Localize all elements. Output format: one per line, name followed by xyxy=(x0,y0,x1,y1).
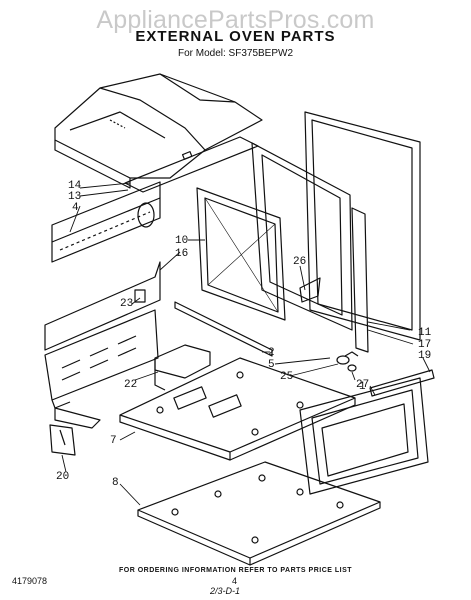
callout-19: 19 xyxy=(418,350,432,362)
callout-22: 22 xyxy=(124,379,138,391)
top-cover-panel xyxy=(54,73,263,189)
ordering-note: FOR ORDERING INFORMATION REFER TO PARTS … xyxy=(118,567,353,574)
leader-lines xyxy=(61,182,431,506)
callout-17: 17 xyxy=(418,339,432,351)
base-plate xyxy=(137,461,381,566)
callout-26: 26 xyxy=(293,256,307,268)
callout-1: 1 xyxy=(359,381,366,393)
shield-bracket xyxy=(154,344,211,391)
callout-14: 14 xyxy=(68,180,82,192)
drawing-code: 2/3-D-1 xyxy=(210,586,241,596)
door-gasket-strip xyxy=(351,207,369,353)
callout-7: 7 xyxy=(110,435,117,447)
callout-11: 11 xyxy=(418,327,432,339)
callout-23: 23 xyxy=(120,298,134,310)
callout-5: 5 xyxy=(268,359,275,371)
callout-27: 27 xyxy=(356,379,370,391)
small-hardware xyxy=(336,351,359,372)
page-title: EXTERNAL OVEN PARTS xyxy=(135,28,336,45)
oven-cavity-panel xyxy=(196,187,286,321)
outer-door-panel xyxy=(304,111,421,341)
model-label: For Model: SF375BEPW2 xyxy=(177,48,294,59)
top-strip xyxy=(124,136,259,193)
callout-10: 10 xyxy=(175,235,189,247)
part-number: 4179078 xyxy=(12,576,48,586)
callout-16: 16 xyxy=(175,248,189,260)
front-frame xyxy=(251,142,353,331)
bottom-tray-panel xyxy=(119,357,356,461)
oven-door-frame xyxy=(299,369,435,495)
callout-20: 20 xyxy=(56,471,70,483)
lower-trim-strip xyxy=(174,301,273,357)
callout-8: 8 xyxy=(112,477,119,489)
callout-2: 2 xyxy=(268,347,275,359)
callout-25: 25 xyxy=(280,371,294,383)
back-panel xyxy=(51,181,161,263)
callout-13: 13 xyxy=(68,191,82,203)
callout-4: 4 xyxy=(72,202,79,214)
rear-frame-panel xyxy=(44,261,161,351)
small-bracket xyxy=(49,424,76,456)
watermark: AppliancePartsPros.com xyxy=(96,6,375,34)
page-number: 4 xyxy=(232,576,238,586)
lower-back-panel xyxy=(44,309,159,429)
